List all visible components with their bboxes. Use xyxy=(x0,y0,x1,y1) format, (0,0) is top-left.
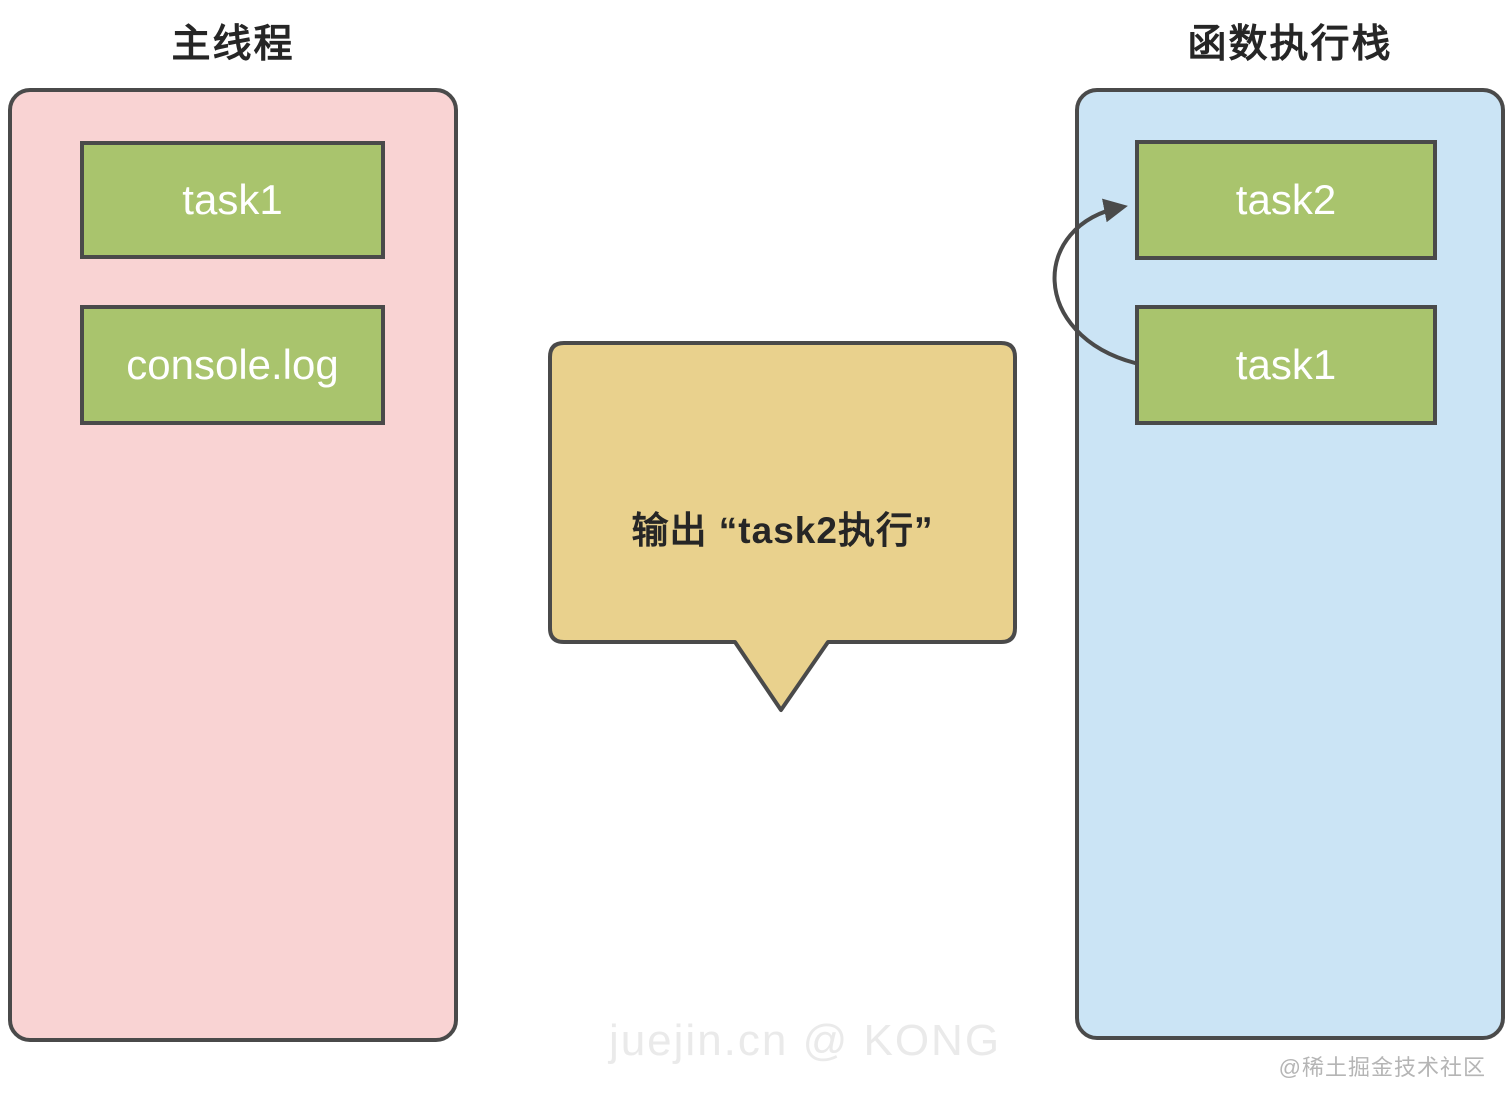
speech-bubble-shape xyxy=(548,341,1017,712)
main-thread-task1-box: task1 xyxy=(80,141,385,259)
arrow-curve xyxy=(1052,198,1137,365)
call-stack-task2-box: task2 xyxy=(1135,140,1437,260)
main-thread-task1-label: task1 xyxy=(182,176,283,223)
main-thread-console-log-label: console.log xyxy=(126,341,339,388)
speech-bubble-text: 输出 “task2执行” xyxy=(631,509,934,551)
main-thread-console-log-box: console.log xyxy=(80,305,385,425)
main-thread-title: 主线程 xyxy=(171,23,295,66)
call-stack-task1-label: task1 xyxy=(1235,341,1337,388)
call-stack-task1-box: task1 xyxy=(1135,305,1437,425)
call-stack-title: 函数执行栈 xyxy=(1187,23,1393,66)
speech-bubble xyxy=(548,341,1017,712)
call-stack-task2-label: task2 xyxy=(1235,176,1337,223)
watermark-community: @稀土掘金技术社区 xyxy=(1278,1055,1486,1080)
watermark-juejin: juejin.cn @ KONG xyxy=(608,1016,1002,1065)
task1-to-task2-arrow xyxy=(1052,198,1137,365)
